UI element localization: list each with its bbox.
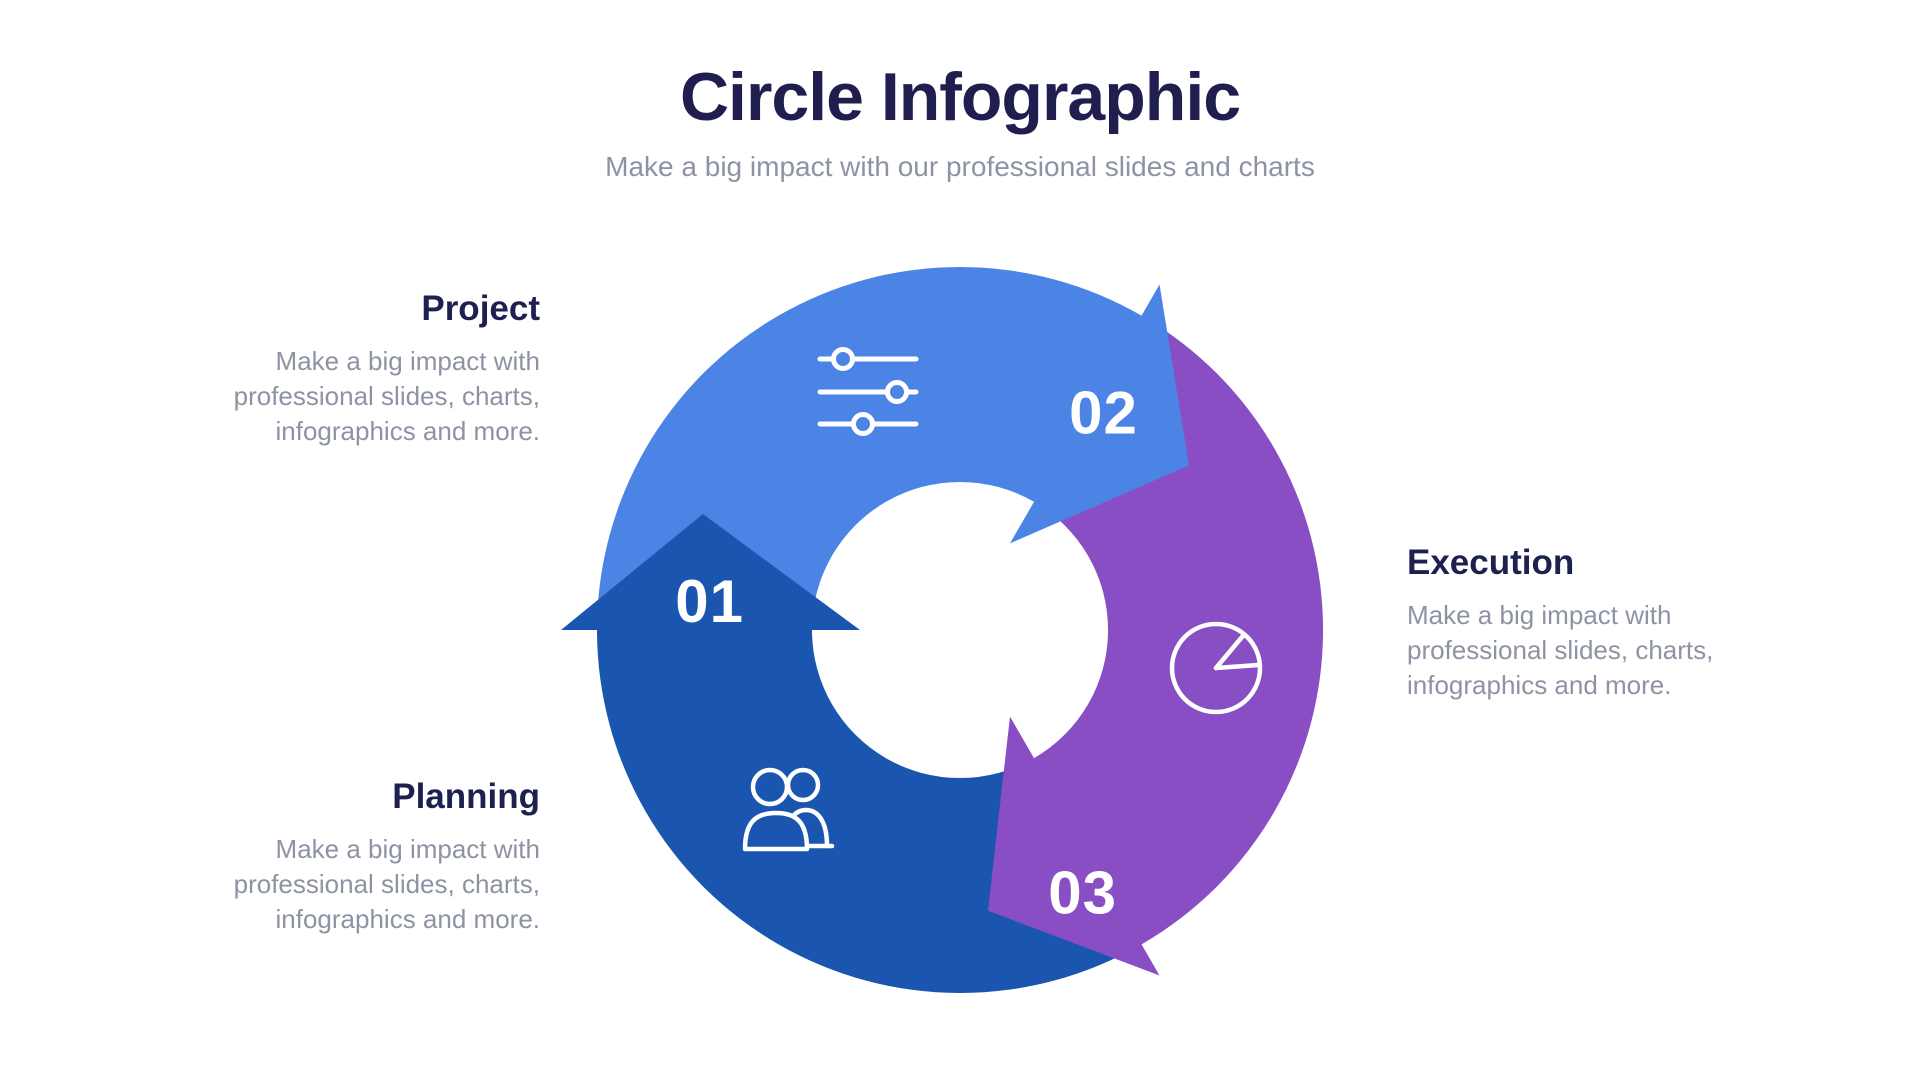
callout-planning-description: Make a big impact with professional slid… xyxy=(160,832,540,937)
callout-project-heading: Project xyxy=(421,289,540,328)
callout-execution-description: Make a big impact with professional slid… xyxy=(1407,598,1787,703)
segment-02-label: 02 xyxy=(1069,380,1138,447)
page-subtitle: Make a big impact with our professional … xyxy=(605,151,1315,182)
page-title: Circle Infographic xyxy=(679,59,1241,135)
segment-01-label: 01 xyxy=(675,568,744,635)
description-line: Make a big impact with xyxy=(1407,600,1672,630)
description-line: professional slides, charts, xyxy=(1407,635,1714,665)
pie-chart-icon xyxy=(1169,621,1263,715)
segment-01-arrowhead xyxy=(561,514,860,630)
segment-03-label: 03 xyxy=(1048,859,1117,926)
segment-03-arrowhead xyxy=(988,716,1160,976)
description-line: Make a big impact with xyxy=(275,346,540,376)
people-icon xyxy=(742,767,835,852)
header: Circle Infographic Make a big impact wit… xyxy=(0,58,1920,184)
segment-02-arrowhead xyxy=(1010,284,1189,544)
description-line: infographics and more. xyxy=(275,416,540,446)
callout-execution-heading: Execution xyxy=(1407,543,1575,582)
sliders-icon xyxy=(817,347,919,436)
description-line: infographics and more. xyxy=(275,904,540,934)
description-line: infographics and more. xyxy=(1407,670,1672,700)
callout-planning: Planning Make a big impact with professi… xyxy=(160,776,540,937)
description-line: professional slides, charts, xyxy=(233,381,540,411)
description-line: Make a big impact with xyxy=(275,834,540,864)
callout-execution: Execution Make a big impact with profess… xyxy=(1407,542,1787,703)
callout-planning-heading: Planning xyxy=(392,777,540,816)
callout-project-description: Make a big impact with professional slid… xyxy=(160,344,540,449)
description-line: professional slides, charts, xyxy=(233,869,540,899)
callout-project: Project Make a big impact with professio… xyxy=(160,288,540,449)
